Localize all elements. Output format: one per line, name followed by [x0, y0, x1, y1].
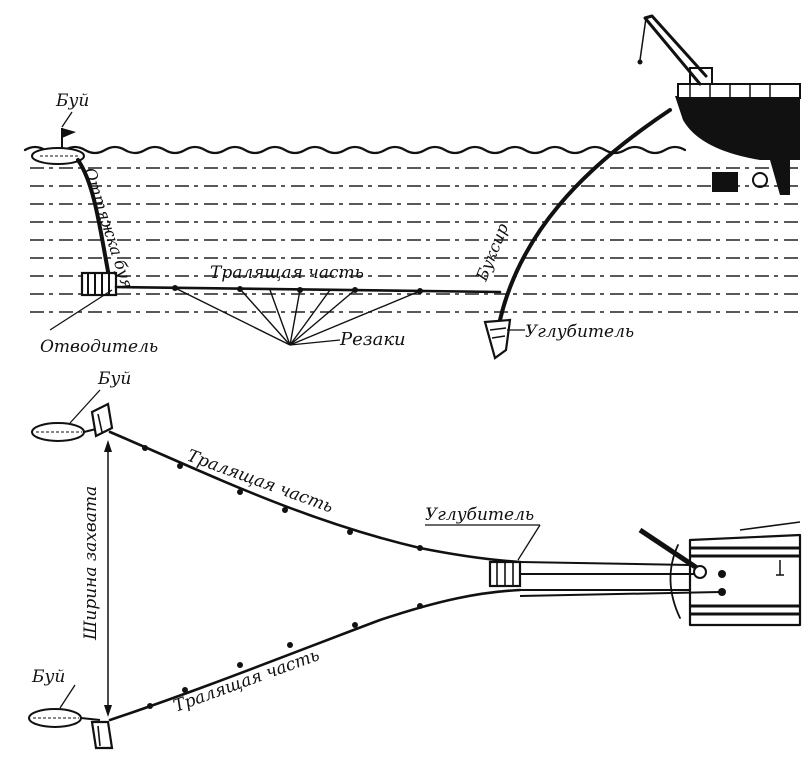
buoy-bottom-label-leader [59, 684, 76, 709]
sweep-lower-floats [147, 603, 423, 709]
towline [498, 108, 672, 322]
ship-stern-plan [638, 521, 802, 627]
sweep-wire-lower [108, 588, 522, 722]
buoy-top-icon [31, 402, 114, 442]
depressor-plan-label: Углубитель [425, 505, 534, 525]
buoy-bottom-icon [28, 708, 114, 750]
plan-view: Буй Буй Тралящая часть Тралящая часть Уг… [28, 369, 802, 750]
otter-board-icon [80, 271, 118, 297]
ship-side [637, 14, 801, 195]
sweep-width-arrow [104, 440, 112, 717]
buoy-rope [76, 158, 112, 284]
cutters-label-leader [289, 339, 341, 346]
depressor-plan-icon [488, 560, 522, 588]
side-view: Буй Оттяжка буя Тралящая часть Резаки Бу… [23, 14, 801, 360]
depressor-label: Углубитель [525, 322, 634, 342]
depressor-plan-label-leader-2 [517, 524, 541, 561]
sweep-wire-upper [108, 430, 522, 564]
buoy-label-leader [61, 111, 73, 128]
otter-label: Отводитель [40, 337, 158, 357]
sweep-wire-side [114, 285, 502, 294]
otter-label-leader [49, 289, 113, 331]
buoy-top-label: Буй [97, 369, 131, 389]
trawl-part-label: Тралящая часть [210, 263, 364, 283]
cutters-label: Резаки [339, 329, 406, 350]
sweep-width-label: Ширина захвата [81, 486, 101, 641]
cutters-icon [174, 287, 421, 346]
buoy-icon [31, 128, 85, 165]
trawl-part-upper-label: Тралящая часть [184, 446, 335, 517]
buoy-top-label-leader [69, 389, 101, 424]
sweep-upper-floats [142, 445, 423, 551]
depressor-icon [483, 318, 512, 360]
buoy-bottom-label: Буй [31, 667, 65, 687]
towline-label: Буксир [472, 221, 513, 285]
trawl-part-lower-label: Тралящая часть [171, 645, 322, 716]
water-hatching [30, 167, 800, 313]
sea-surface [23, 145, 687, 155]
buoy-label: Буй [55, 91, 89, 111]
